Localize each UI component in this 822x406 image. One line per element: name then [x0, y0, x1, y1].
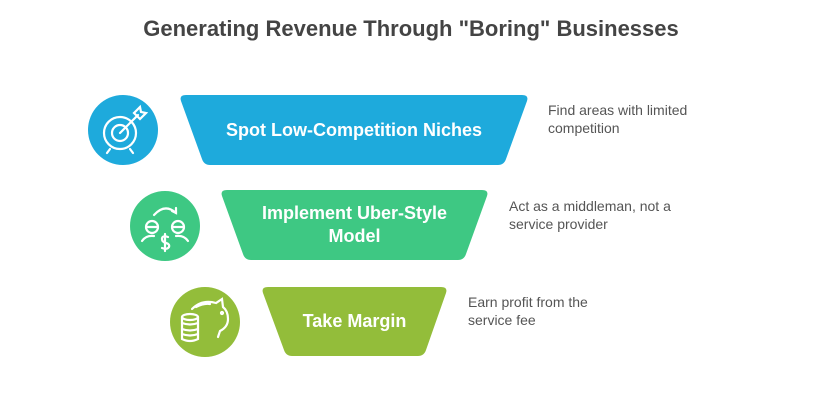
funnel-step-2: Implement Uber-Style Model — [221, 190, 488, 260]
step-description: Earn profit from the service fee — [468, 294, 588, 328]
step-label: Spot Low-Competition Niches — [226, 119, 482, 140]
target-icon — [88, 95, 158, 165]
piggy-bank-coins-icon — [170, 287, 240, 357]
funnel-step-3: Take Margin — [262, 287, 447, 356]
step-description: Act as a middleman, not a service provid… — [509, 198, 671, 232]
diagram-title: Generating Revenue Through "Boring" Busi… — [143, 16, 679, 41]
exchange-people-icon — [130, 191, 200, 261]
step-label: Take Margin — [302, 311, 407, 331]
step-label: Implement Uber-Style Model — [261, 203, 448, 246]
funnel-step-1: Spot Low-Competition Niches — [180, 95, 528, 165]
step-description: Find areas with limited competition — [548, 102, 688, 136]
